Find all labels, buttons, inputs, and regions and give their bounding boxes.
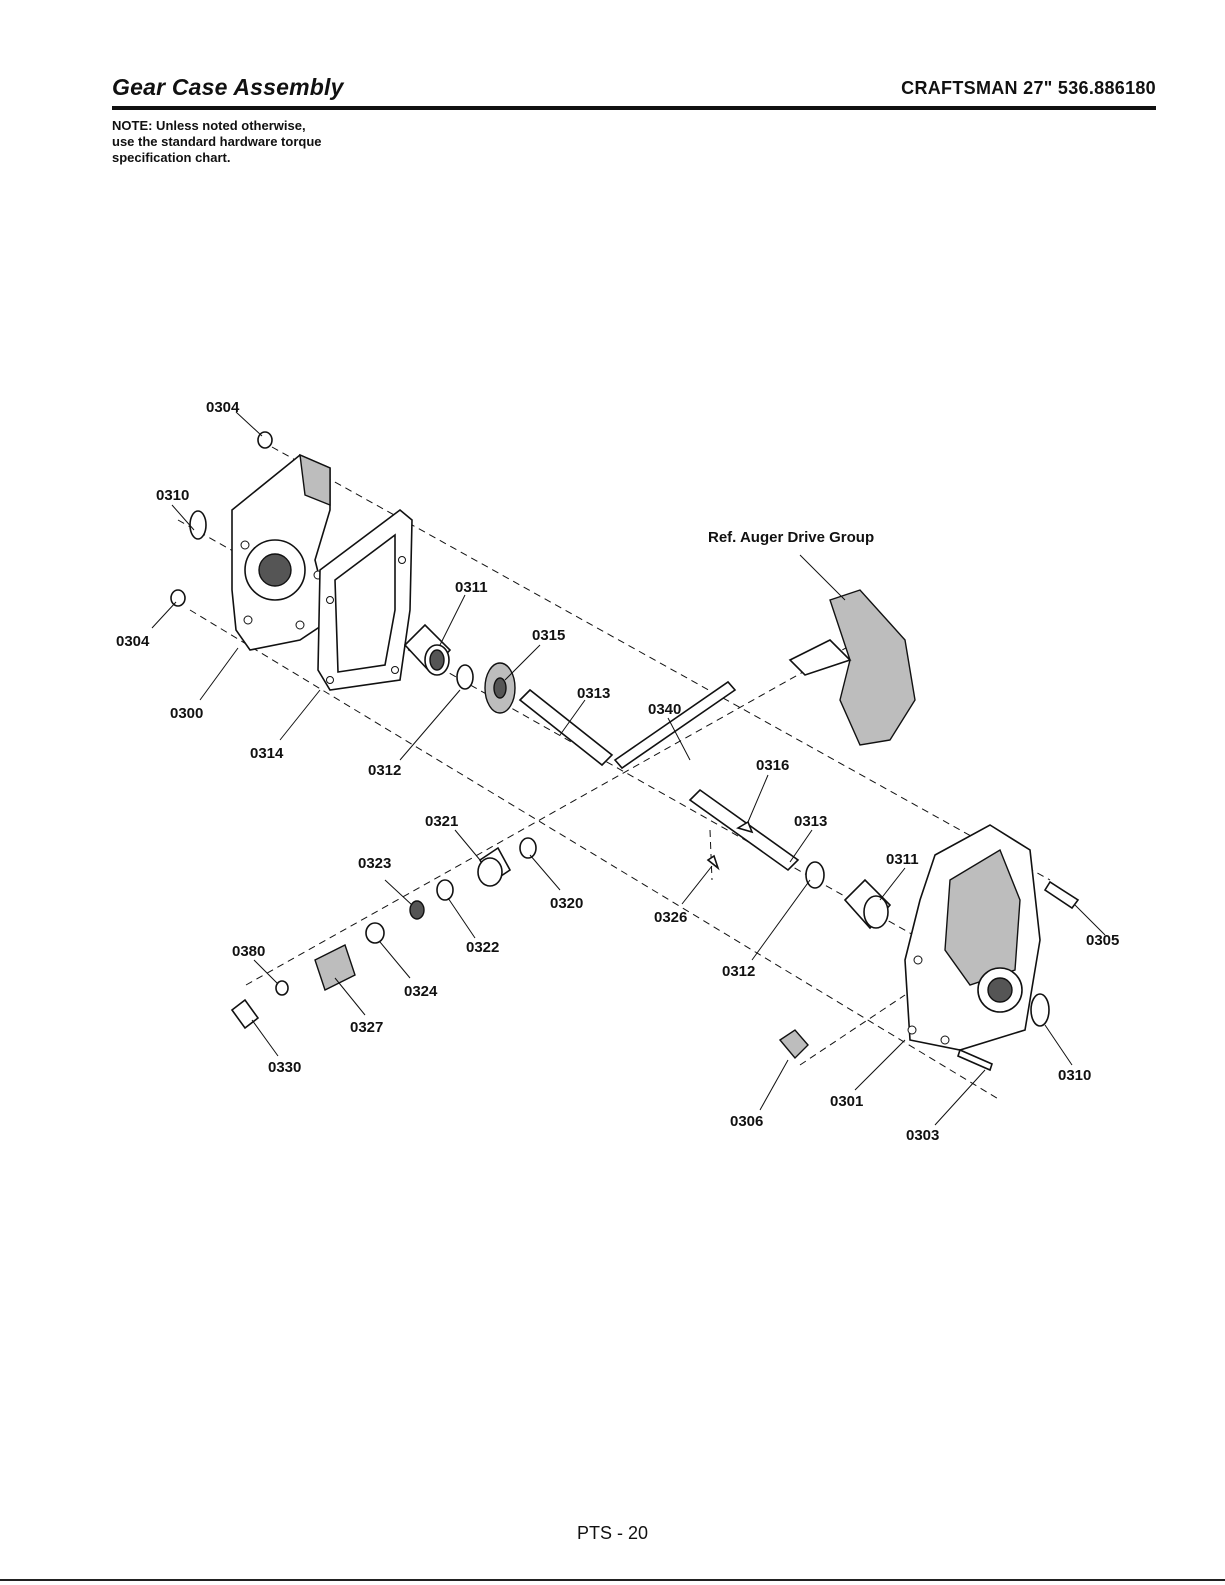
callout-0306: 0306 (730, 1113, 763, 1130)
callout-0315: 0315 (532, 627, 565, 644)
callout-0321: 0321 (425, 813, 458, 830)
bottom-rule (0, 1579, 1225, 1581)
right-gear-case-half (845, 825, 1040, 1050)
left-gear-case-half (232, 455, 330, 650)
callout-0311-top: 0311 (455, 579, 488, 596)
callout-0316: 0316 (756, 757, 789, 774)
callout-0313-top: 0313 (577, 685, 610, 702)
gasket (318, 510, 412, 690)
callout-0322: 0322 (466, 939, 499, 956)
callout-0304-top: 0304 (206, 399, 240, 416)
callout-0380: 0380 (232, 943, 265, 960)
callout-0323: 0323 (358, 855, 391, 872)
callout-0300: 0300 (170, 705, 203, 722)
ref-auger-drive-group-label: Ref. Auger Drive Group (708, 529, 874, 546)
callout-0304-left: 0304 (116, 633, 150, 650)
callout-0314: 0314 (250, 745, 284, 762)
callout-0305: 0305 (1086, 932, 1119, 949)
callout-0311-right: 0311 (886, 851, 919, 868)
callout-0340: 0340 (648, 701, 681, 718)
callout-0312-top: 0312 (368, 762, 401, 779)
callout-0327: 0327 (350, 1019, 383, 1036)
callout-0324: 0324 (404, 983, 438, 1000)
callout-0303: 0303 (906, 1127, 939, 1144)
callout-0313-right: 0313 (794, 813, 827, 830)
callout-0326: 0326 (654, 909, 687, 926)
callout-0310-right: 0310 (1058, 1067, 1091, 1084)
lower-shaft-parts (690, 790, 824, 888)
callout-0301: 0301 (830, 1093, 863, 1110)
callout-0330: 0330 (268, 1059, 301, 1076)
callout-0312-right: 0312 (722, 963, 755, 980)
callout-0320: 0320 (550, 895, 583, 912)
callout-0310-left: 0310 (156, 487, 189, 504)
page-number: PTS - 20 (0, 1523, 1225, 1544)
auger-drive-group-ref (790, 590, 915, 745)
